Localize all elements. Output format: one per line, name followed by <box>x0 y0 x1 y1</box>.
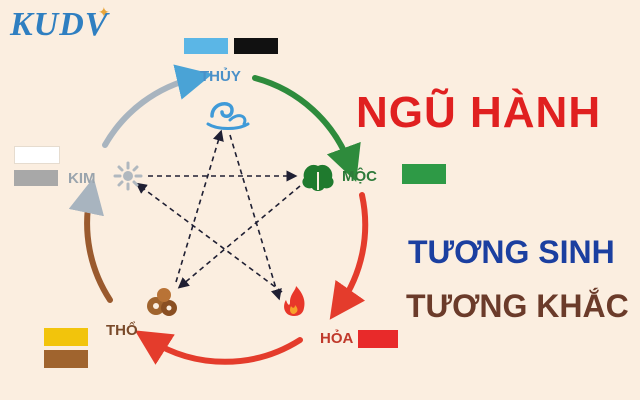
swatch-kim-1 <box>14 146 60 164</box>
label-moc: MỘC <box>342 168 377 185</box>
khac-hoa-kim <box>135 182 283 293</box>
tree-leaf-icon <box>302 164 334 191</box>
logo-sparkle-icon: ✦ <box>98 4 110 20</box>
khac-thuy-hoa <box>229 134 282 301</box>
flame-icon <box>284 286 305 316</box>
arc-kim-thuy <box>102 64 213 148</box>
tuong-khac-star <box>135 129 301 301</box>
label-hoa: HỎA <box>320 330 354 347</box>
swatch-tho-2 <box>44 350 88 368</box>
page-title: NGŨ HÀNH <box>356 88 602 137</box>
swatch-tho-1 <box>44 328 88 346</box>
swatch-thuy-2 <box>234 38 278 54</box>
swatch-kim-2 <box>14 170 58 186</box>
arc-hoa-tho <box>134 330 303 365</box>
metal-sparkle-icon <box>113 161 143 191</box>
label-kim: KIM <box>68 170 96 187</box>
khac-moc-tho <box>177 185 301 289</box>
arc-tho-kim <box>68 177 113 303</box>
label-thuy: THỦY <box>200 68 241 85</box>
kudv-logo: KUDV <box>10 6 109 43</box>
subtitle-tuong-khac: TƯƠNG KHẮC <box>406 288 629 324</box>
earth-rock-icon <box>147 288 177 316</box>
arc-moc-hoa <box>329 192 369 320</box>
label-tho: THỔ <box>106 322 138 339</box>
water-swirl-icon <box>206 102 250 130</box>
swatch-thuy-1 <box>184 38 228 54</box>
subtitle-tuong-sinh: TƯƠNG SINH <box>408 234 615 270</box>
arc-thuy-moc <box>252 75 361 182</box>
swatch-hoa <box>358 330 398 348</box>
swatch-moc <box>402 164 446 184</box>
khac-tho-thuy <box>175 129 224 283</box>
